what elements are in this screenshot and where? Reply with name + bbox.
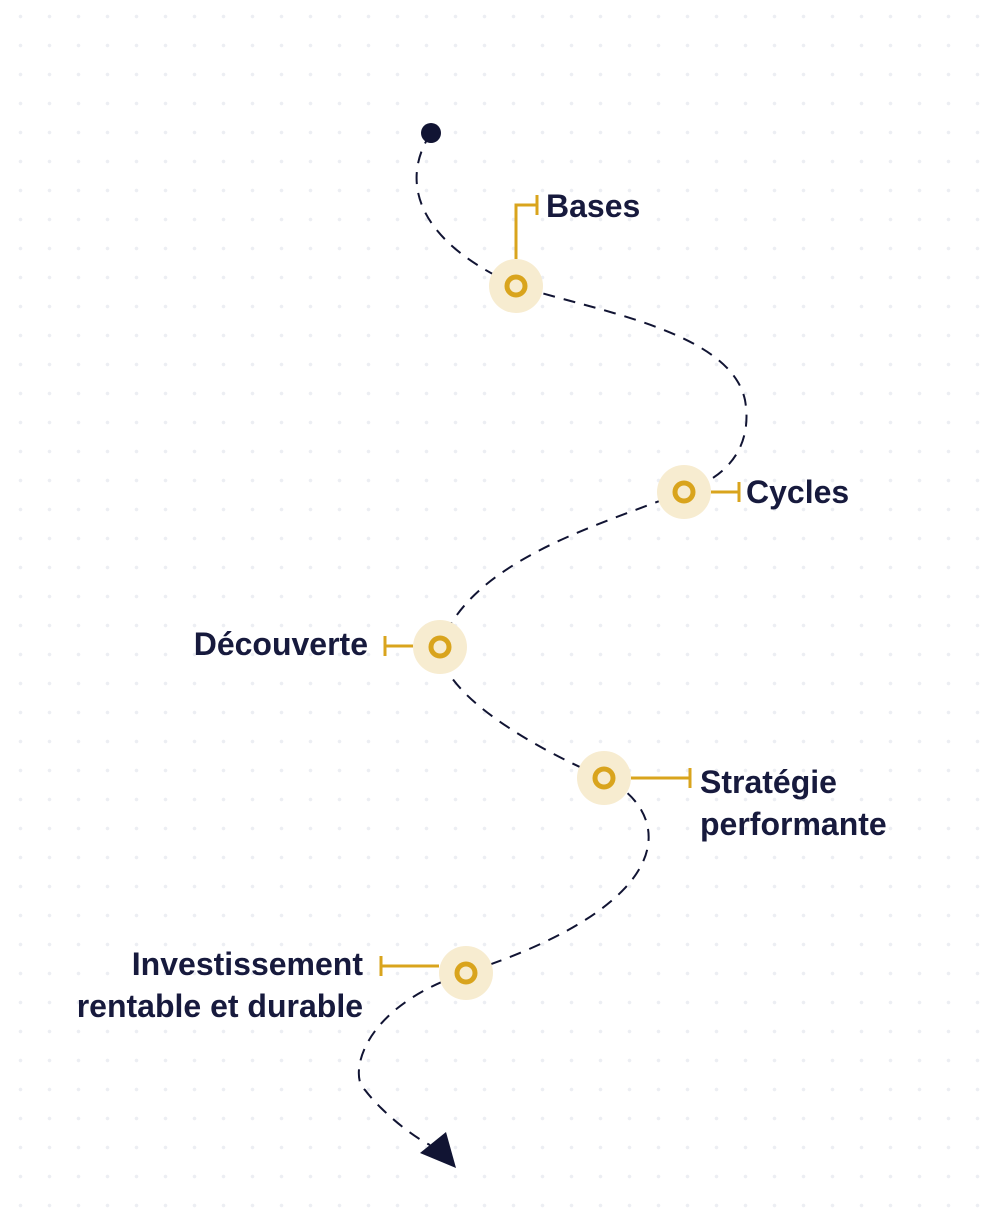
milestone-halo (439, 946, 493, 1000)
ring-marker-icon (428, 635, 452, 659)
milestone-halo (489, 259, 543, 313)
milestone-investissement (379, 946, 493, 1000)
ring-marker-icon (592, 766, 616, 790)
step-label-cycles: Cycles (746, 471, 849, 513)
step-label-investissement: Investissement rentable et durable (77, 943, 363, 1027)
milestone-decouverte (383, 620, 467, 674)
step-label-line: Cycles (746, 474, 850, 510)
step-label-strategie: Stratégie performante (700, 761, 887, 845)
ring-marker-icon (672, 480, 696, 504)
step-label-decouverte: Découverte (194, 623, 368, 665)
ring-marker-icon (504, 274, 528, 298)
connector-bases (514, 203, 537, 259)
ring-marker-icon (454, 961, 478, 985)
arrowhead-icon (420, 1132, 456, 1168)
milestone-cycles (657, 465, 741, 519)
step-label-line: Découverte (193, 626, 368, 662)
step-label-line: Investissement (131, 946, 363, 982)
step-label-line: Bases (546, 188, 641, 224)
milestone-strategie (577, 751, 692, 805)
milestone-halo (577, 751, 631, 805)
milestone-bases (489, 195, 543, 313)
start-dot-icon (421, 123, 441, 143)
step-label-line: Stratégie (700, 764, 837, 800)
milestone-halo (413, 620, 467, 674)
milestone-halo (657, 465, 711, 519)
step-label-bases: Bases (546, 185, 640, 227)
step-label-line: performante (700, 806, 887, 842)
step-label-line: rentable et durable (76, 988, 363, 1024)
